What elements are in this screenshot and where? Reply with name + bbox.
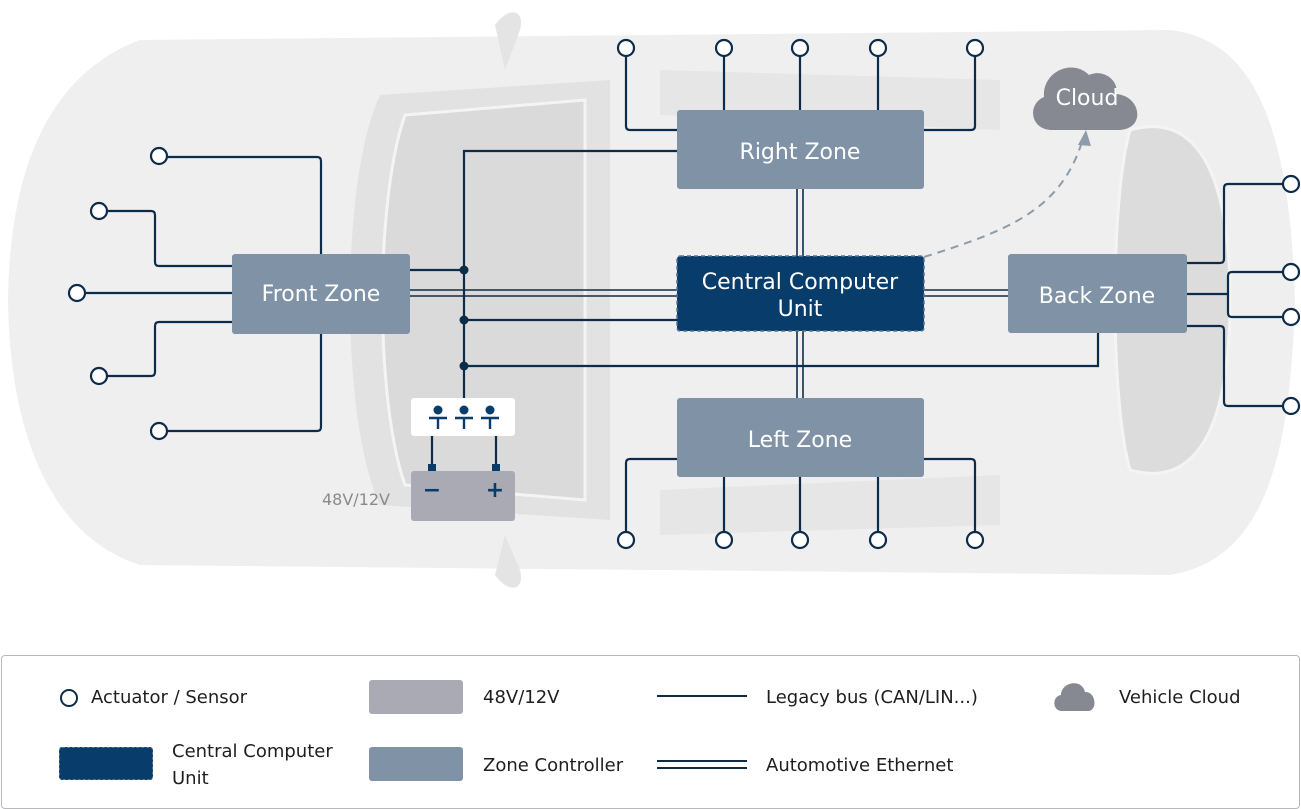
- actuator-sensor-icon[interactable]: [714, 38, 734, 58]
- actuator-sensor-icon[interactable]: [790, 530, 810, 550]
- actuator-sensor-icon[interactable]: [965, 38, 985, 58]
- legend-label: Actuator / Sensor: [91, 687, 248, 708]
- central-unit-label-line2: Unit: [778, 297, 823, 322]
- ethernet-line-icon: [657, 760, 747, 762]
- battery-minus-terminal: −: [423, 478, 441, 503]
- battery-48v-12v[interactable]: − +: [411, 464, 515, 521]
- front-wire-4: [107, 320, 232, 378]
- junction-dot: [459, 265, 469, 275]
- front-wire-2: [107, 209, 232, 268]
- legend-panel: Actuator / Sensor 48V/12V Legacy bus (CA…: [1, 655, 1300, 809]
- actuator-sensor-icon[interactable]: [1281, 307, 1301, 327]
- actuator-sensor-icon[interactable]: [868, 530, 888, 550]
- legend-label: 48V/12V: [483, 687, 560, 708]
- cloud-node[interactable]: Cloud: [1033, 67, 1138, 130]
- actuator-sensor-icon[interactable]: [1281, 396, 1301, 416]
- back-wire-1: [1187, 182, 1283, 265]
- legend-label-line2: Unit: [172, 768, 209, 789]
- actuator-sensor-icon[interactable]: [714, 530, 734, 550]
- legend-label: Central Computer Unit: [172, 738, 333, 792]
- legend-label: Legacy bus (CAN/LIN...): [766, 687, 978, 708]
- back-wire-4: [1187, 324, 1283, 408]
- actuator-sensor-icon[interactable]: [149, 421, 169, 441]
- actuator-sensor-icon[interactable]: [790, 38, 810, 58]
- cloud-icon: [1054, 683, 1095, 711]
- actuator-sensor-icon[interactable]: [868, 38, 888, 58]
- cloud-link-arrow: [923, 141, 1083, 258]
- actuator-sensor-icon[interactable]: [616, 530, 636, 550]
- legend-item-actuator: Actuator / Sensor: [59, 684, 247, 711]
- legend-label: Zone Controller: [483, 755, 624, 776]
- back-wire-3: [1226, 270, 1283, 319]
- actuator-sensor-icon[interactable]: [89, 201, 109, 221]
- zone-controller-swatch: [369, 747, 463, 781]
- right-wire-5: [924, 56, 977, 132]
- back-zone-label: Back Zone: [1039, 284, 1155, 309]
- bus-back-zone: [464, 333, 1100, 368]
- actuator-sensor-icon: [60, 688, 78, 707]
- legend-label: Automotive Ethernet: [766, 755, 954, 776]
- left-zone-label: Left Zone: [748, 428, 852, 453]
- architecture-diagram: Cloud Front Zone Right Zone Left Zone Ba…: [8, 12, 1301, 588]
- fuse-box[interactable]: [411, 398, 515, 436]
- back-zone-controller[interactable]: Back Zone: [1008, 254, 1187, 333]
- legend-label-line1: Central Computer: [172, 741, 333, 762]
- right-wire-1: [624, 56, 677, 132]
- central-unit-swatch: [59, 747, 153, 780]
- junction-dot: [459, 361, 469, 371]
- actuator-sensor-icon[interactable]: [616, 38, 636, 58]
- central-computer-unit[interactable]: Central Computer Unit: [676, 255, 925, 332]
- fuse-icon: [429, 405, 499, 429]
- actuator-sensor-icon[interactable]: [1281, 262, 1301, 282]
- legacy-bus-line-icon: [657, 695, 747, 697]
- actuator-sensor-icon[interactable]: [67, 283, 87, 303]
- actuator-sensor-icon[interactable]: [1281, 174, 1301, 194]
- left-wire-5: [924, 457, 977, 532]
- cloud-icon: [1033, 67, 1138, 130]
- right-zone-controller[interactable]: Right Zone: [677, 110, 924, 189]
- ethernet-line-icon: [657, 767, 747, 769]
- central-unit-label-line1: Central Computer: [702, 270, 899, 295]
- battery-voltage-label: 48V/12V: [322, 490, 390, 509]
- battery-swatch: [369, 680, 463, 714]
- actuator-sensor-icon[interactable]: [149, 146, 169, 166]
- legend-label: Vehicle Cloud: [1119, 687, 1241, 708]
- actuator-sensor-icon[interactable]: [965, 530, 985, 550]
- battery-plus-terminal: +: [486, 478, 504, 503]
- left-wire-1: [624, 457, 677, 532]
- actuator-sensor-icon[interactable]: [89, 366, 109, 386]
- arrowhead-icon: [1078, 130, 1091, 146]
- front-zone-controller[interactable]: Front Zone: [232, 254, 410, 334]
- junction-dot: [459, 315, 469, 325]
- front-zone-label: Front Zone: [262, 282, 381, 307]
- front-wire-1: [168, 155, 323, 254]
- front-wire-5: [168, 334, 323, 433]
- left-zone-controller[interactable]: Left Zone: [677, 398, 924, 477]
- cloud-label: Cloud: [1056, 86, 1119, 111]
- right-zone-label: Right Zone: [740, 140, 861, 165]
